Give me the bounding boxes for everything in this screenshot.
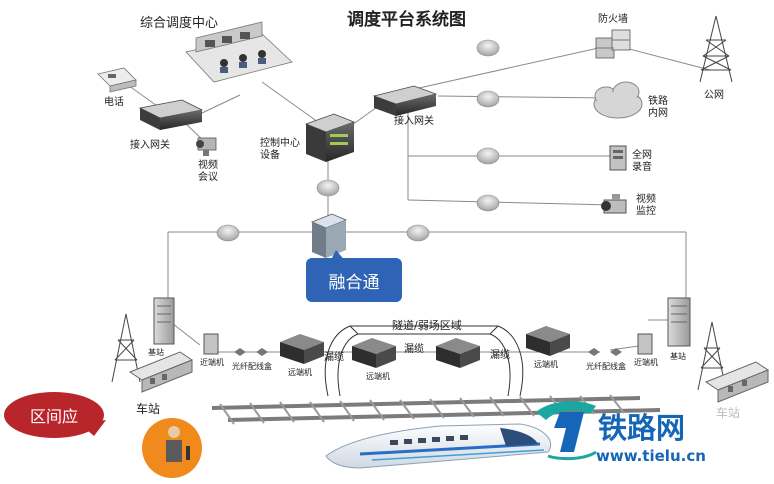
tunnel-outline: [324, 325, 524, 397]
station-left-label: 车站: [136, 402, 161, 416]
public-net-label: 公网: [704, 90, 724, 101]
remote-unit-4-icon: [526, 326, 570, 356]
access-gateway-left-label: 接入网关: [130, 140, 170, 151]
firewall-label: 防火墙: [598, 14, 628, 25]
remote-unit-1-icon: [280, 334, 324, 364]
center-title: 综合调度中心: [140, 16, 219, 31]
fiber-splitter-markers: [234, 348, 622, 356]
control-center-label: 控制中心设备: [260, 138, 300, 161]
railway-intranet-label: 铁路内网: [648, 96, 668, 119]
brand-logo-mark: [536, 401, 597, 461]
high-speed-train-icon: [325, 423, 552, 469]
access-gateway-right-icon: [372, 85, 438, 116]
router-nodes: [216, 39, 500, 242]
near-end-right-label: 近端机: [634, 358, 658, 367]
railway-intranet-cloud-icon: [593, 81, 643, 119]
leaky-cable-label-2: 漏缆: [404, 344, 424, 355]
full-recording-label: 全网录音: [632, 150, 652, 173]
firewall-icon: [595, 29, 631, 59]
remote-unit-2-icon: [352, 338, 396, 368]
control-center-device-icon: [304, 113, 356, 162]
base-station-right-label: 基站: [670, 352, 686, 361]
public-network-tower-icon: [699, 15, 733, 83]
video-monitor-icon: [601, 194, 627, 214]
section-callout: 区间应: [4, 392, 104, 438]
video-conference-label: 视频会议: [198, 160, 218, 183]
brand-url: www.tielu.cn: [596, 447, 706, 465]
video-conference-icon: [196, 137, 217, 156]
base-station-left-label: 基站: [148, 348, 164, 357]
remote-unit-3-icon: [436, 338, 480, 368]
remote-unit-1-label: 远端机: [288, 368, 312, 377]
station-building-left-icon: [128, 351, 194, 393]
phone-label: 电话: [104, 97, 124, 108]
video-monitor-label: 视频监控: [636, 194, 656, 217]
splitter-right-label: 光纤配线盒: [586, 362, 626, 371]
brand-name: 铁路网: [598, 411, 686, 445]
station-building-right-icon: [704, 361, 770, 403]
fusion-callout: 融合通: [306, 258, 402, 302]
fusion-device-icon: [310, 213, 348, 258]
leaky-cable-label-1: 漏缆: [324, 352, 344, 363]
station-right-label: 车站: [716, 406, 741, 420]
near-end-unit-right-icon: [637, 333, 653, 355]
splitter-left-label: 光纤配线盒: [232, 362, 272, 371]
tunnel-label: 隧道/弱场区域: [392, 319, 462, 332]
phone-icon: [97, 67, 137, 93]
base-station-right-icon: [667, 297, 691, 347]
remote-unit-3-label: 远端机: [534, 360, 558, 369]
leaky-cable-label-3: 漏缆: [490, 350, 510, 361]
access-gateway-right-label: 接入网关: [394, 116, 434, 127]
remote-unit-2-label: 远端机: [366, 372, 390, 381]
dispatch-room-icon: [185, 21, 293, 83]
base-station-left-icon: [153, 297, 175, 345]
near-end-unit-left-icon: [203, 333, 219, 355]
near-end-left-label: 近端机: [200, 358, 224, 367]
diagram-title: 调度平台系统图: [347, 10, 466, 30]
access-gateway-left-icon: [138, 99, 204, 130]
section-worker-icon: [142, 418, 202, 478]
full-recording-icon: [609, 145, 627, 171]
